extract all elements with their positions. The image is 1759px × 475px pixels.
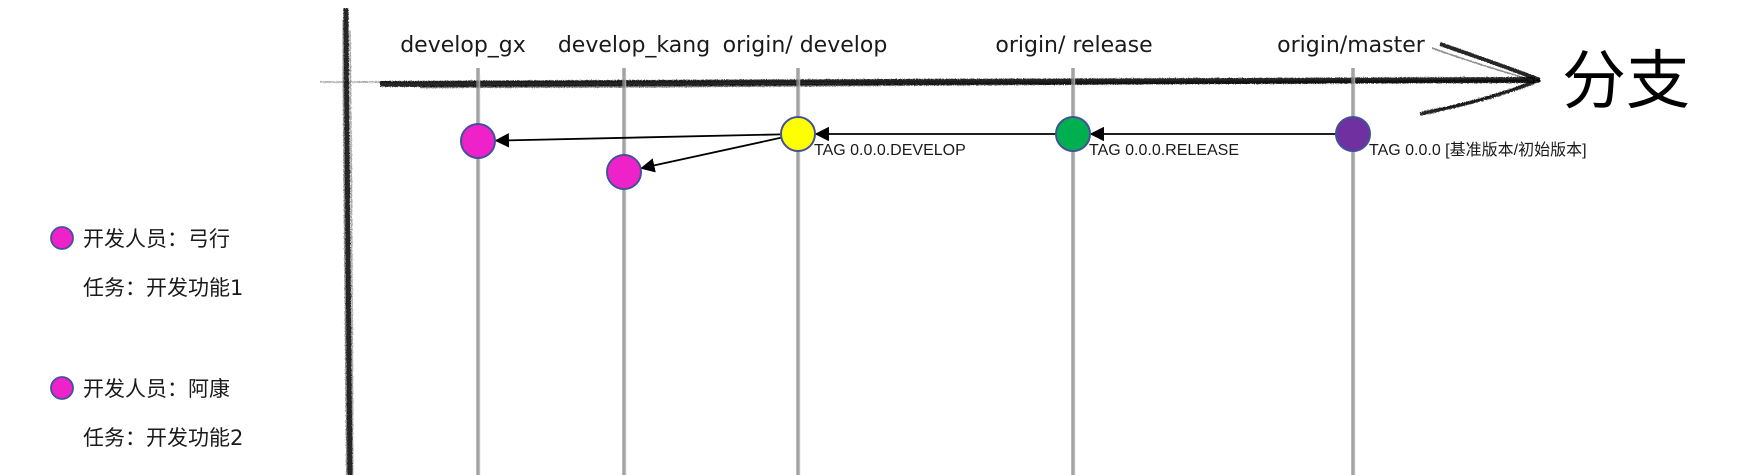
branch-label-develop_kang: develop_kang	[558, 33, 710, 58]
branch-label-origin-release: origin/ release	[995, 33, 1152, 58]
commit-node-gx-commit	[460, 123, 496, 159]
tag-label-master-base: TAG 0.0.0 [基准版本/初始版本]	[1369, 141, 1587, 159]
legend-developer: 开发人员：阿康	[83, 377, 230, 401]
branch-label-origin-develop: origin/ develop	[723, 33, 888, 58]
branch-labels: develop_gx develop_kang origin/ develop ori…	[400, 33, 1426, 58]
commit-nodes	[460, 116, 1371, 190]
legend-task: 任务：开发功能2	[83, 426, 243, 450]
legend-task: 任务：开发功能1	[83, 276, 243, 300]
branch-label-origin-master: origin/master	[1277, 33, 1426, 58]
commit-node-kang-commit	[606, 154, 642, 190]
commit-node-release-commit	[1055, 116, 1091, 152]
legend-swatch	[50, 376, 74, 400]
legend-swatch	[50, 226, 74, 250]
branch-label-develop_gx: develop_gx	[400, 33, 526, 58]
commit-node-develop-commit	[780, 116, 816, 152]
tag-label-release-commit: TAG 0.0.0.RELEASE	[1089, 142, 1239, 159]
horizontal-axis	[319, 42, 1541, 116]
arrow-develop-commit-to-kang-commit	[640, 136, 782, 173]
tag-label-develop-commit: TAG 0.0.0.DEVELOP	[814, 142, 966, 159]
merge-arrows	[494, 126, 1336, 173]
axis-label: 分支	[1562, 45, 1690, 119]
vertical-axis	[342, 7, 354, 475]
branch-lanes	[476, 68, 1356, 475]
arrow-develop-commit-to-gx-commit	[494, 133, 782, 148]
legend-developer: 开发人员：弓行	[83, 227, 230, 251]
commit-tags: TAG 0.0.0 [基准版本/初始版本] TAG 0.0.0.RELEASE TA…	[814, 141, 1587, 159]
commit-node-master-base	[1335, 116, 1371, 152]
